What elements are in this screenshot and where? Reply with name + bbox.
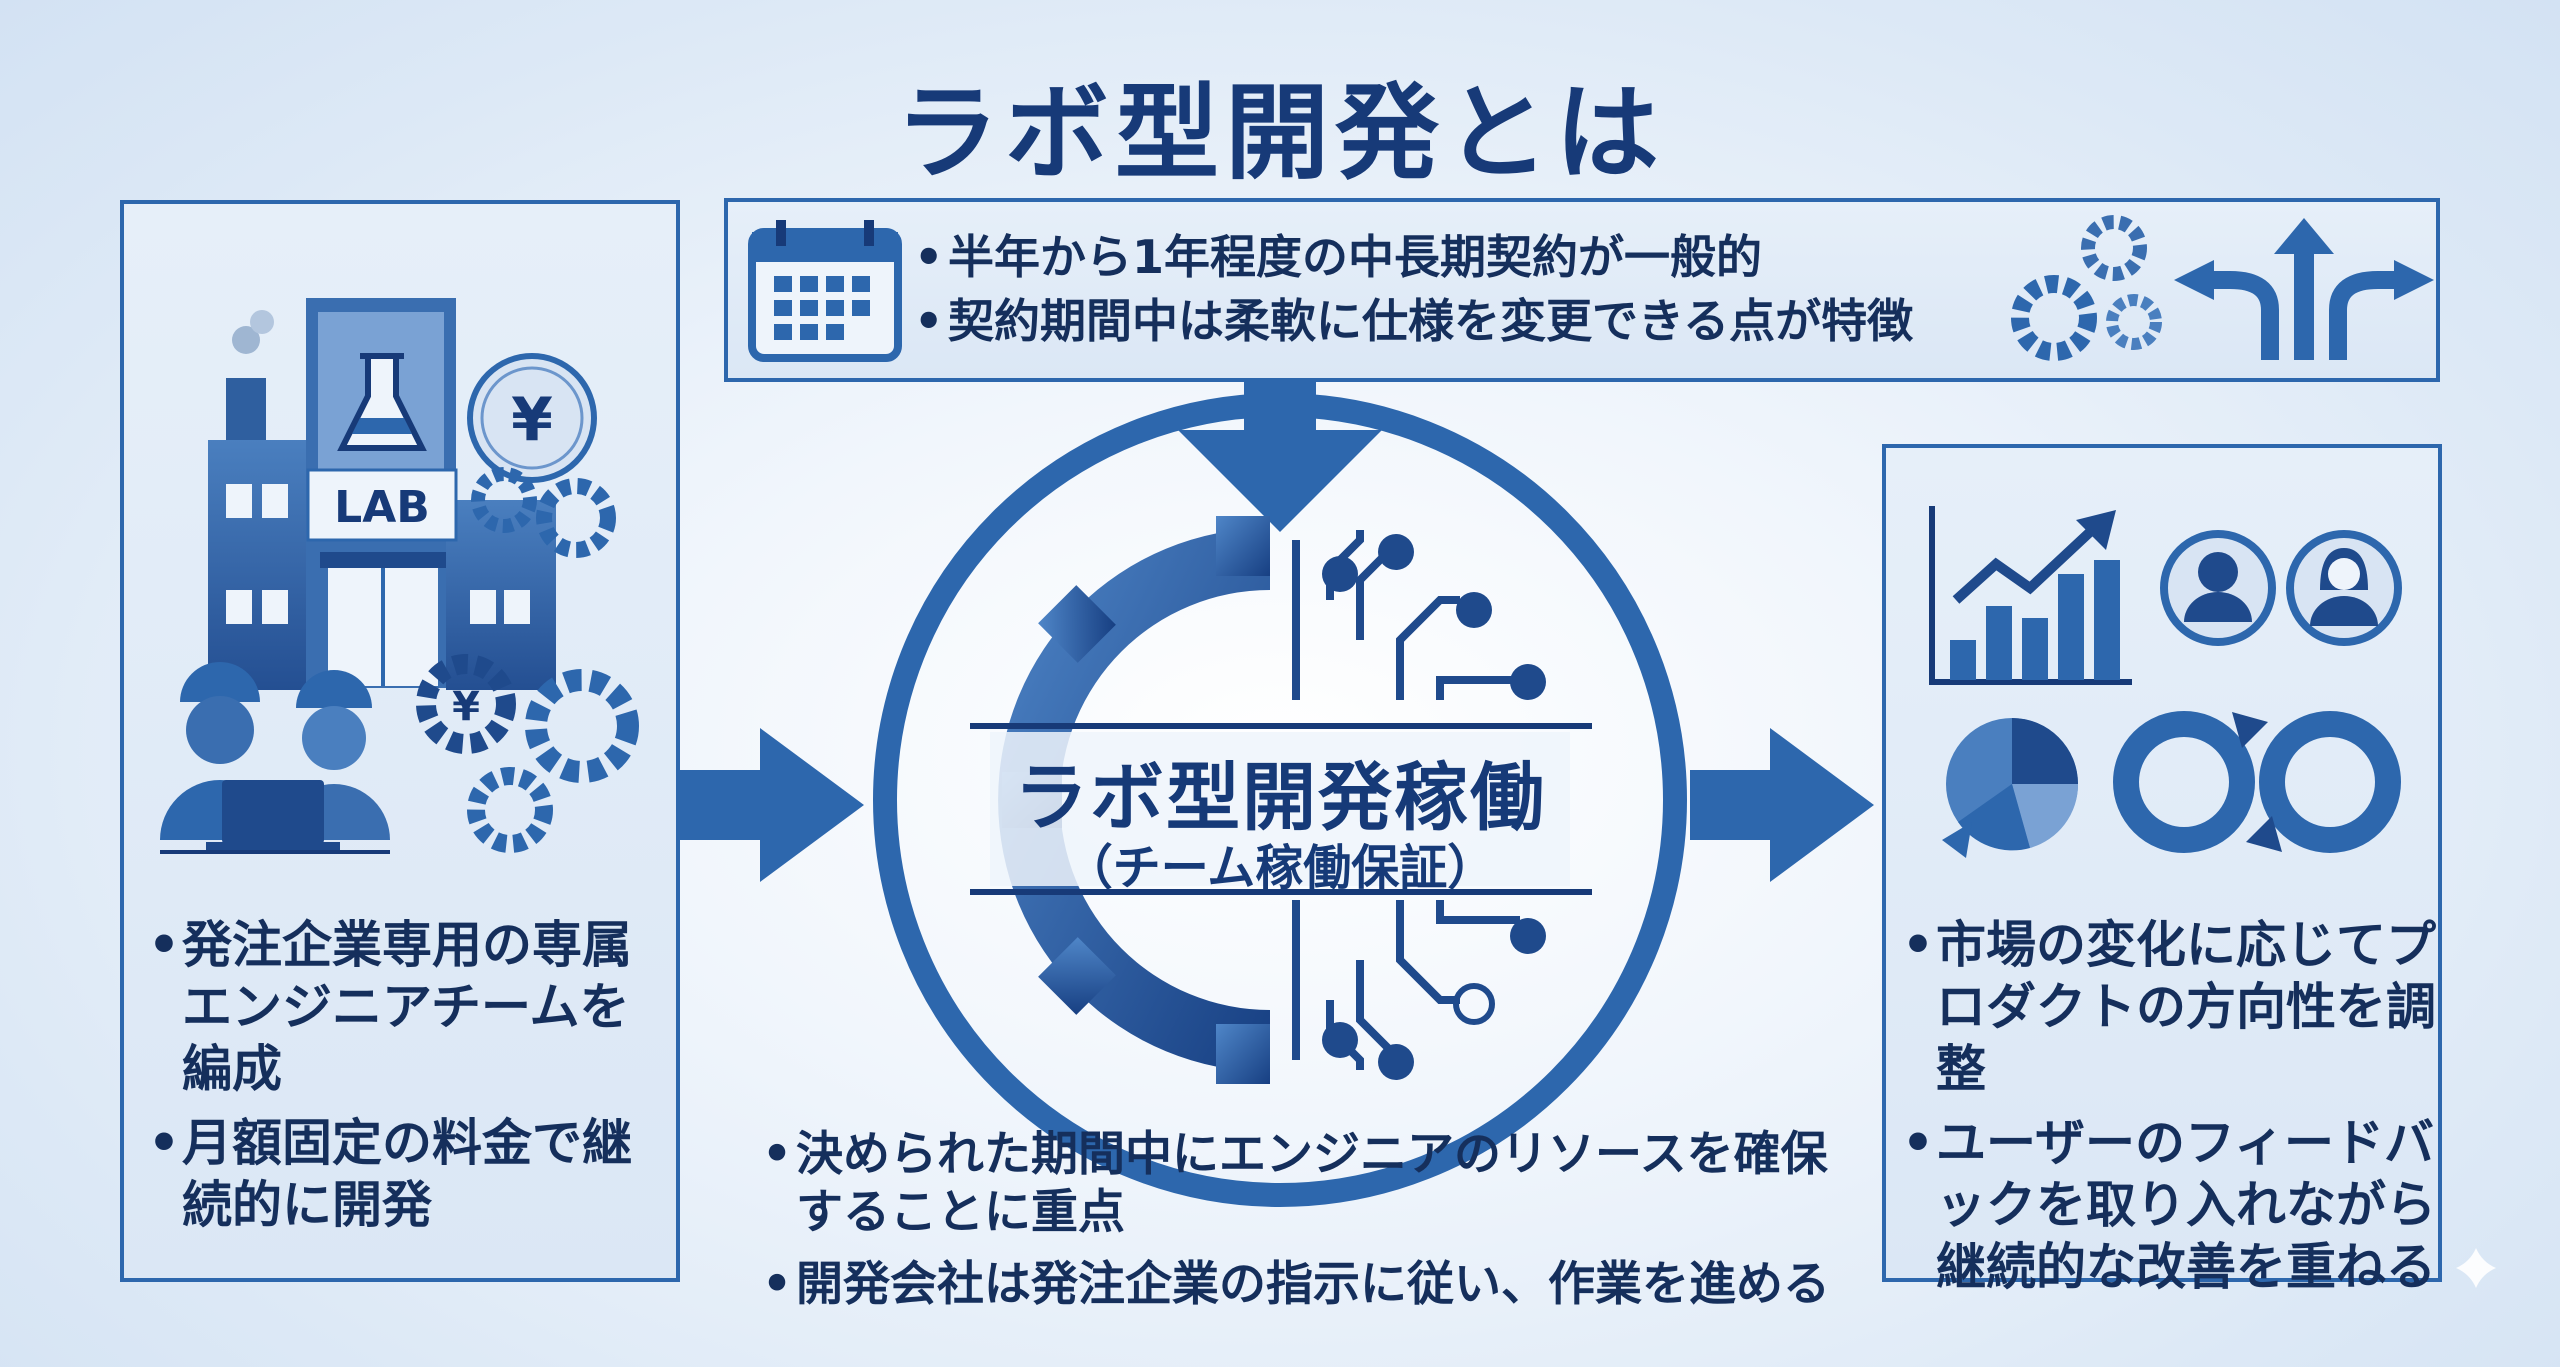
bar-chart-icon [1929, 506, 2132, 685]
lab-sign: LAB [334, 482, 430, 533]
engineer-icon [160, 662, 390, 854]
list-item: 月額固定の料金で継続的に開発 [148, 1112, 668, 1236]
center-title: ラボ型開発稼働 [1014, 755, 1546, 841]
top-bullet-list: 半年から1年程度の中長期契約が一般的 契約期間中は柔軟に仕様を変更できる点が特徴 [914, 228, 1994, 356]
list-item: 決められた期間中にエンジニアのリソースを確保することに重点 [762, 1126, 1862, 1242]
list-item: 発注企業専用の専属エンジニアチームを編成 [148, 914, 668, 1100]
left-bullet-list: 発注企業専用の専属エンジニアチームを編成 月額固定の料金で継続的に開発 [148, 914, 668, 1248]
infinity-loop-icon [2113, 711, 2401, 853]
list-item: 開発会社は発注企業の指示に従い、作業を進める [762, 1256, 1862, 1314]
flask-icon [337, 353, 427, 451]
center-subtitle: （チーム稼働保証） [1064, 840, 1496, 896]
gear-half-icon [998, 516, 1270, 1084]
pie-chart-icon [1942, 718, 2079, 858]
down-arrow-icon [1178, 382, 1382, 532]
gear-yen-symbol: ¥ [452, 684, 480, 730]
list-item: ユーザーのフィードバックを取り入れながら継続的な改善を重ねる [1902, 1112, 2442, 1298]
page-title: ラボ型開発とは [894, 72, 1665, 194]
center-bullet-list: 決められた期間中にエンジニアのリソースを確保することに重点 開発会社は発注企業の… [762, 1126, 1862, 1328]
list-item: 市場の変化に応じてプロダクトの方向性を調整 [1902, 914, 2442, 1100]
sparkle-icon [2456, 1248, 2496, 1288]
loop-arrowheads-icon [2232, 712, 2282, 852]
left-arrow-icon [680, 728, 864, 882]
user-avatar-icon [2160, 530, 2276, 646]
list-item: 半年から1年程度の中長期契約が一般的 [914, 228, 1994, 286]
center-label-backdrop [990, 732, 1570, 886]
branching-arrows-icon [2174, 218, 2434, 360]
yen-coin-icon [467, 353, 597, 483]
right-bullet-list: 市場の変化に応じてプロダクトの方向性を調整 ユーザーのフィードバックを取り入れな… [1902, 914, 2442, 1310]
right-arrow-icon [1690, 728, 1874, 882]
circuit-nodes-icon [1322, 534, 1546, 1080]
list-item: 契約期間中は柔軟に仕様を変更できる点が特徴 [914, 292, 1994, 350]
gear-icon [416, 467, 639, 853]
center-label-lines [970, 723, 1592, 895]
user-avatar-female-icon [2286, 530, 2402, 646]
yen-symbol: ¥ [511, 385, 553, 455]
gears-icon [2011, 215, 2162, 361]
calendar-icon [748, 220, 902, 362]
